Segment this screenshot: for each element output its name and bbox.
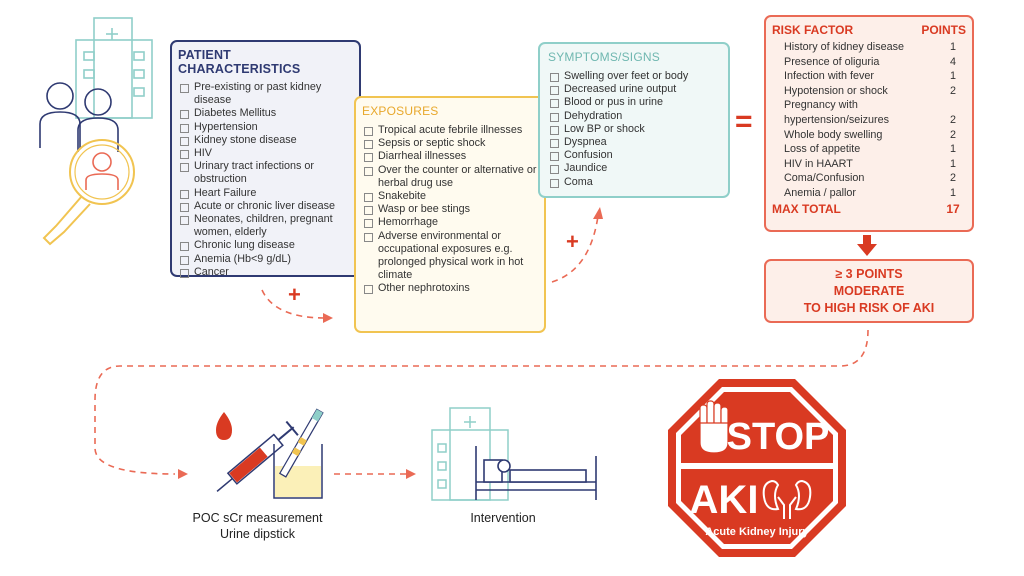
- urine-dipstick-label: Urine dipstick: [219, 527, 296, 541]
- patient-characteristics-title: PATIENT CHARACTERISTICS: [178, 48, 301, 76]
- equals-sign: =: [735, 105, 753, 138]
- symptom-item: Coma: [548, 176, 720, 189]
- risk-points: 2: [949, 84, 956, 97]
- patient-search-illustration: [39, 17, 153, 246]
- risk-points: 2: [949, 172, 956, 185]
- exposures-list: Tropical acute febrile illnesses Sepsis …: [362, 124, 538, 296]
- risk-label: History of kidney disease: [784, 41, 905, 53]
- risk-points: 1: [949, 41, 956, 53]
- patient-item: Cancer: [178, 266, 353, 279]
- risk-label: Pregnancy with hypertension/seizures: [784, 99, 890, 126]
- exposure-item: Wasp or bee stings: [362, 203, 538, 216]
- risk-row: History of kidney disease 1: [772, 40, 966, 55]
- risk-row: Whole body swelling 2: [772, 128, 966, 143]
- risk-row: Presence of oliguria 4: [772, 55, 966, 70]
- patient-item: Urinary tract infections or obstruction: [178, 160, 353, 186]
- risk-label: Anemia / pallor: [784, 186, 857, 199]
- exposure-item: Over the counter or alternative or herba…: [362, 164, 538, 190]
- aki-text: AKI: [690, 478, 759, 522]
- patient-item: Diabetes Mellitus: [178, 107, 353, 120]
- symptom-item: Dyspnea: [548, 136, 720, 149]
- risk-row: Pregnancy with hypertension/seizures 2: [772, 98, 966, 127]
- risk-points: 2: [949, 128, 956, 141]
- plus-sign-1: +: [288, 282, 301, 307]
- stop-text: STOP: [727, 416, 830, 458]
- risk-points: 1: [949, 143, 956, 156]
- risk-label: Presence of oliguria: [784, 55, 880, 68]
- exposures-title: EXPOSURES: [362, 104, 439, 118]
- intervention-label: Intervention: [470, 511, 536, 525]
- risk-label: Coma/Confusion: [784, 172, 865, 185]
- risk-row: Coma/Confusion 2: [772, 171, 966, 186]
- exposure-item: Tropical acute febrile illnesses: [362, 124, 538, 137]
- patient-characteristics-box: PATIENT CHARACTERISTICS Pre-existing or …: [170, 40, 361, 279]
- risk-label: Loss of appetite: [784, 143, 861, 156]
- exposure-item: Snakebite: [362, 190, 538, 203]
- patient-item: Anemia (Hb<9 g/dL): [178, 253, 353, 266]
- risk-row: Anemia / pallor 1: [772, 186, 966, 201]
- plus-sign-2: +: [566, 229, 579, 254]
- acute-kidney-injury-text: Acute Kidney Injury: [705, 526, 809, 538]
- exposures-box: EXPOSURES Tropical acute febrile illness…: [354, 96, 546, 333]
- patient-item: Heart Failure: [178, 187, 353, 200]
- stop-hand-icon: [699, 400, 729, 454]
- patient-item: Acute or chronic liver disease: [178, 200, 353, 213]
- exposure-item: Other nephrotoxins: [362, 282, 538, 295]
- symptom-item: Swelling over feet or body: [548, 70, 720, 83]
- symptom-item: Low BP or shock: [548, 123, 720, 136]
- risk-points: 1: [949, 157, 956, 170]
- patient-item: Pre-existing or past kidney disease: [178, 81, 353, 107]
- risk-label: Whole body swelling: [784, 128, 883, 141]
- risk-row: Loss of appetite 1: [772, 142, 966, 157]
- risk-label: HIV in HAART: [784, 157, 853, 170]
- symptoms-signs-list: Swelling over feet or body Decreased uri…: [548, 70, 720, 189]
- risk-factor-table: RISK FACTOR POINTS History of kidney dis…: [764, 15, 974, 232]
- symptom-item: Dehydration: [548, 110, 720, 123]
- exposure-item: Hemorrhage: [362, 216, 538, 229]
- max-total-points: 17: [946, 201, 960, 216]
- patient-item: HIV: [178, 147, 353, 160]
- kidney-icon: [762, 479, 812, 519]
- risk-label: Hypotension or shock: [784, 84, 888, 97]
- exposure-item: Diarrheal illnesses: [362, 150, 538, 163]
- patient-item: Kidney stone disease: [178, 134, 353, 147]
- symptom-item: Decreased urine output: [548, 83, 720, 96]
- risk-points: 4: [949, 55, 956, 68]
- hospital-bed-icon: [431, 407, 597, 501]
- exposure-item: Adverse environmental or occupational ex…: [362, 230, 538, 283]
- points-header: POINTS: [921, 23, 966, 37]
- risk-factor-header: RISK FACTOR: [772, 23, 854, 37]
- result-moderate: MODERATE: [833, 284, 905, 298]
- symptoms-signs-box: SYMPTOMS/SIGNS Swelling over feet or bod…: [538, 42, 730, 198]
- max-total-label: MAX TOTAL: [772, 201, 841, 216]
- result-points: ≥ 3 POINTS: [835, 267, 903, 281]
- symptom-item: Confusion: [548, 149, 720, 162]
- max-total-row: MAX TOTAL 17: [772, 202, 966, 216]
- patient-item: Neonates, children, pregnant women, elde…: [178, 213, 353, 239]
- down-arrow-icon: [857, 235, 877, 256]
- syringe-beaker-icon: [216, 408, 324, 499]
- result-risk: TO HIGH RISK OF AKI: [803, 301, 935, 315]
- patient-item: Hypertension: [178, 121, 353, 134]
- test-caption: POC sCr measurement Urine dipstick: [170, 510, 345, 542]
- patient-characteristics-list: Pre-existing or past kidney disease Diab…: [178, 81, 353, 279]
- stop-aki-sign: STOP AKI Acute Kidney Injury: [668, 379, 846, 557]
- risk-row: HIV in HAART 1: [772, 157, 966, 172]
- result-box: ≥ 3 POINTS MODERATE TO HIGH RISK OF AKI: [764, 259, 974, 323]
- risk-row: Hypotension or shock 2: [772, 84, 966, 99]
- risk-points: 1: [949, 186, 956, 199]
- symptom-item: Blood or pus in urine: [548, 96, 720, 109]
- risk-points: 2: [949, 113, 956, 126]
- risk-points: 1: [949, 70, 956, 83]
- risk-table-header: RISK FACTOR POINTS: [772, 23, 966, 37]
- patient-item: Chronic lung disease: [178, 239, 353, 252]
- poc-scr-label: POC sCr measurement: [192, 511, 323, 525]
- risk-row: Infection with fever 1: [772, 69, 966, 84]
- exposure-item: Sepsis or septic shock: [362, 137, 538, 150]
- risk-label: Infection with fever: [784, 70, 875, 83]
- symptoms-signs-title: SYMPTOMS/SIGNS: [548, 50, 660, 64]
- symptom-item: Jaundice: [548, 162, 720, 175]
